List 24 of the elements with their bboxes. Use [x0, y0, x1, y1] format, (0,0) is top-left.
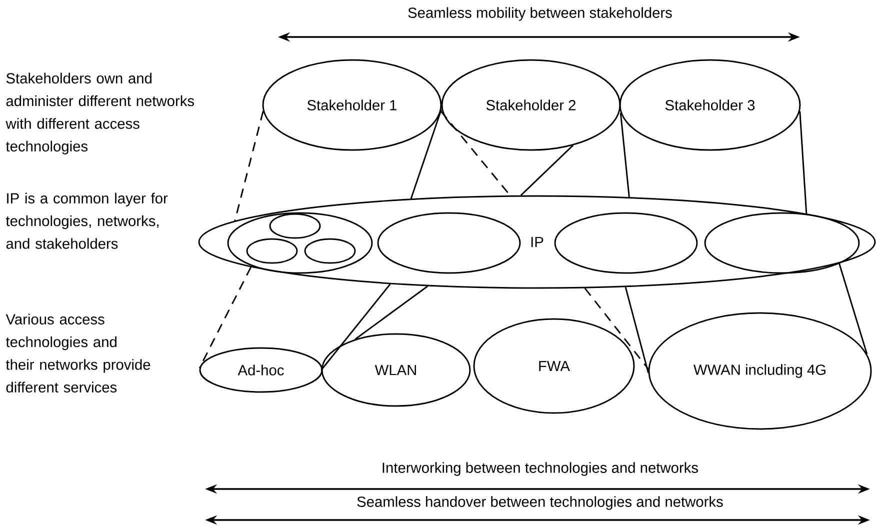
caption-text: Seamless mobility between stakeholders: [408, 7, 672, 21]
caption-text: Interworking between technologies and networks: [382, 462, 698, 476]
caption-text: Seamless handover between technologies and networks: [357, 496, 723, 510]
connector-line: [838, 262, 868, 354]
empty-ellipse: [269, 213, 321, 239]
connector-line: [624, 286, 650, 374]
connector-line: [520, 144, 574, 196]
empty-ellipse: [704, 212, 860, 274]
empty-ellipse: [227, 212, 373, 274]
stakeholder-note: Stakeholders own and administer different networks with different access technologies: [6, 72, 194, 154]
empty-ellipse: [554, 212, 698, 274]
empty-ellipse: [246, 238, 298, 264]
access-note: Various access technologies and their networks provide different services: [6, 314, 150, 392]
connector-line: [354, 286, 428, 340]
empty-ellipse: [377, 212, 521, 274]
connector-line: [584, 288, 649, 370]
empty-ellipse: [304, 238, 356, 264]
connector-line: [198, 266, 252, 368]
connector-line: [799, 111, 808, 214]
connector-line: [234, 111, 264, 222]
connector-line: [320, 284, 391, 370]
ip-note: IP is a common layer for technologies, networks, and stakeholders: [6, 192, 168, 249]
connector-line: [440, 110, 511, 196]
connector-line: [410, 109, 442, 199]
